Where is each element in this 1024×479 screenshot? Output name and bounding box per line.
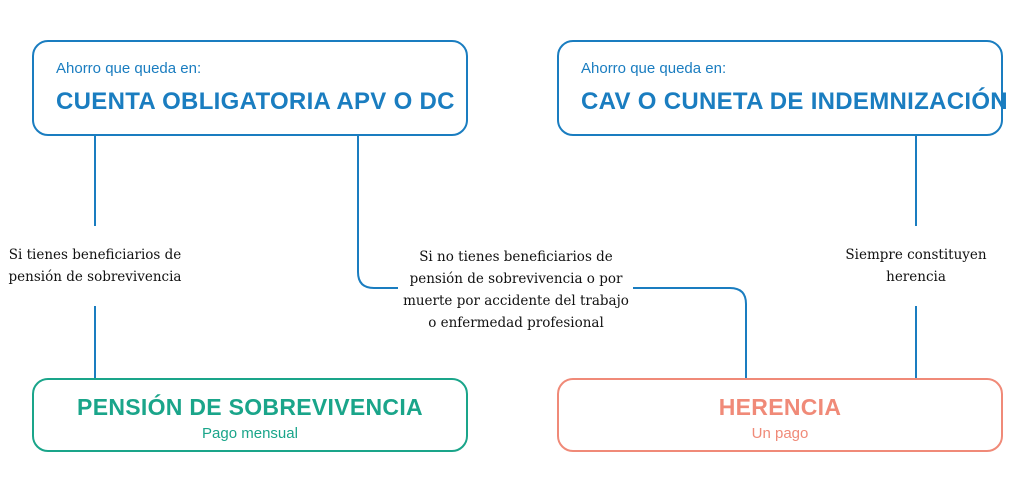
label-right: Siempre constituyen herencia [830,244,1002,288]
label-left: Si tienes beneficiarios de pensión de so… [0,244,190,288]
cav-account-box: Ahorro que queda en: CAV O CUNETA DE IND… [557,40,1008,136]
connector-apv-to-herencia-right [633,287,747,379]
label-middle-line1: Si no tienes beneficiarios de [419,249,613,265]
herencia-box: HERENCIA Un pago [557,378,1003,452]
pension-subtitle: Pago mensual [202,425,298,442]
apv-account-box: Ahorro que queda en: CUENTA OBLIGATORIA … [32,40,468,136]
label-left-line1: Si tienes beneficiarios de [8,247,182,263]
herencia-title: HERENCIA [718,394,842,420]
label-right-line1: Siempre constituyen [845,247,987,263]
label-middle-line3: muerte por accidente del trabajo [403,293,629,309]
pension-title: PENSIÓN DE SOBREVIVENCIA [77,394,423,420]
apv-eyebrow: Ahorro que queda en: [56,60,202,77]
connector-apv-to-herencia-left [357,135,398,289]
label-middle-line2: pensión de sobrevivencia o por [409,271,623,287]
cav-eyebrow: Ahorro que queda en: [581,60,727,77]
apv-title: CUENTA OBLIGATORIA APV O DC [56,88,455,115]
label-left-line2: pensión de sobrevivencia [8,269,182,285]
pension-box: PENSIÓN DE SOBREVIVENCIA Pago mensual [32,378,468,452]
herencia-subtitle: Un pago [751,425,809,442]
label-middle-line4: o enfermedad profesional [428,315,604,331]
label-middle: Si no tienes beneficiarios de pensión de… [396,246,636,334]
cav-title: CAV O CUNETA DE INDEMNIZACIÓN [581,88,1008,115]
label-right-line2: herencia [886,269,946,285]
